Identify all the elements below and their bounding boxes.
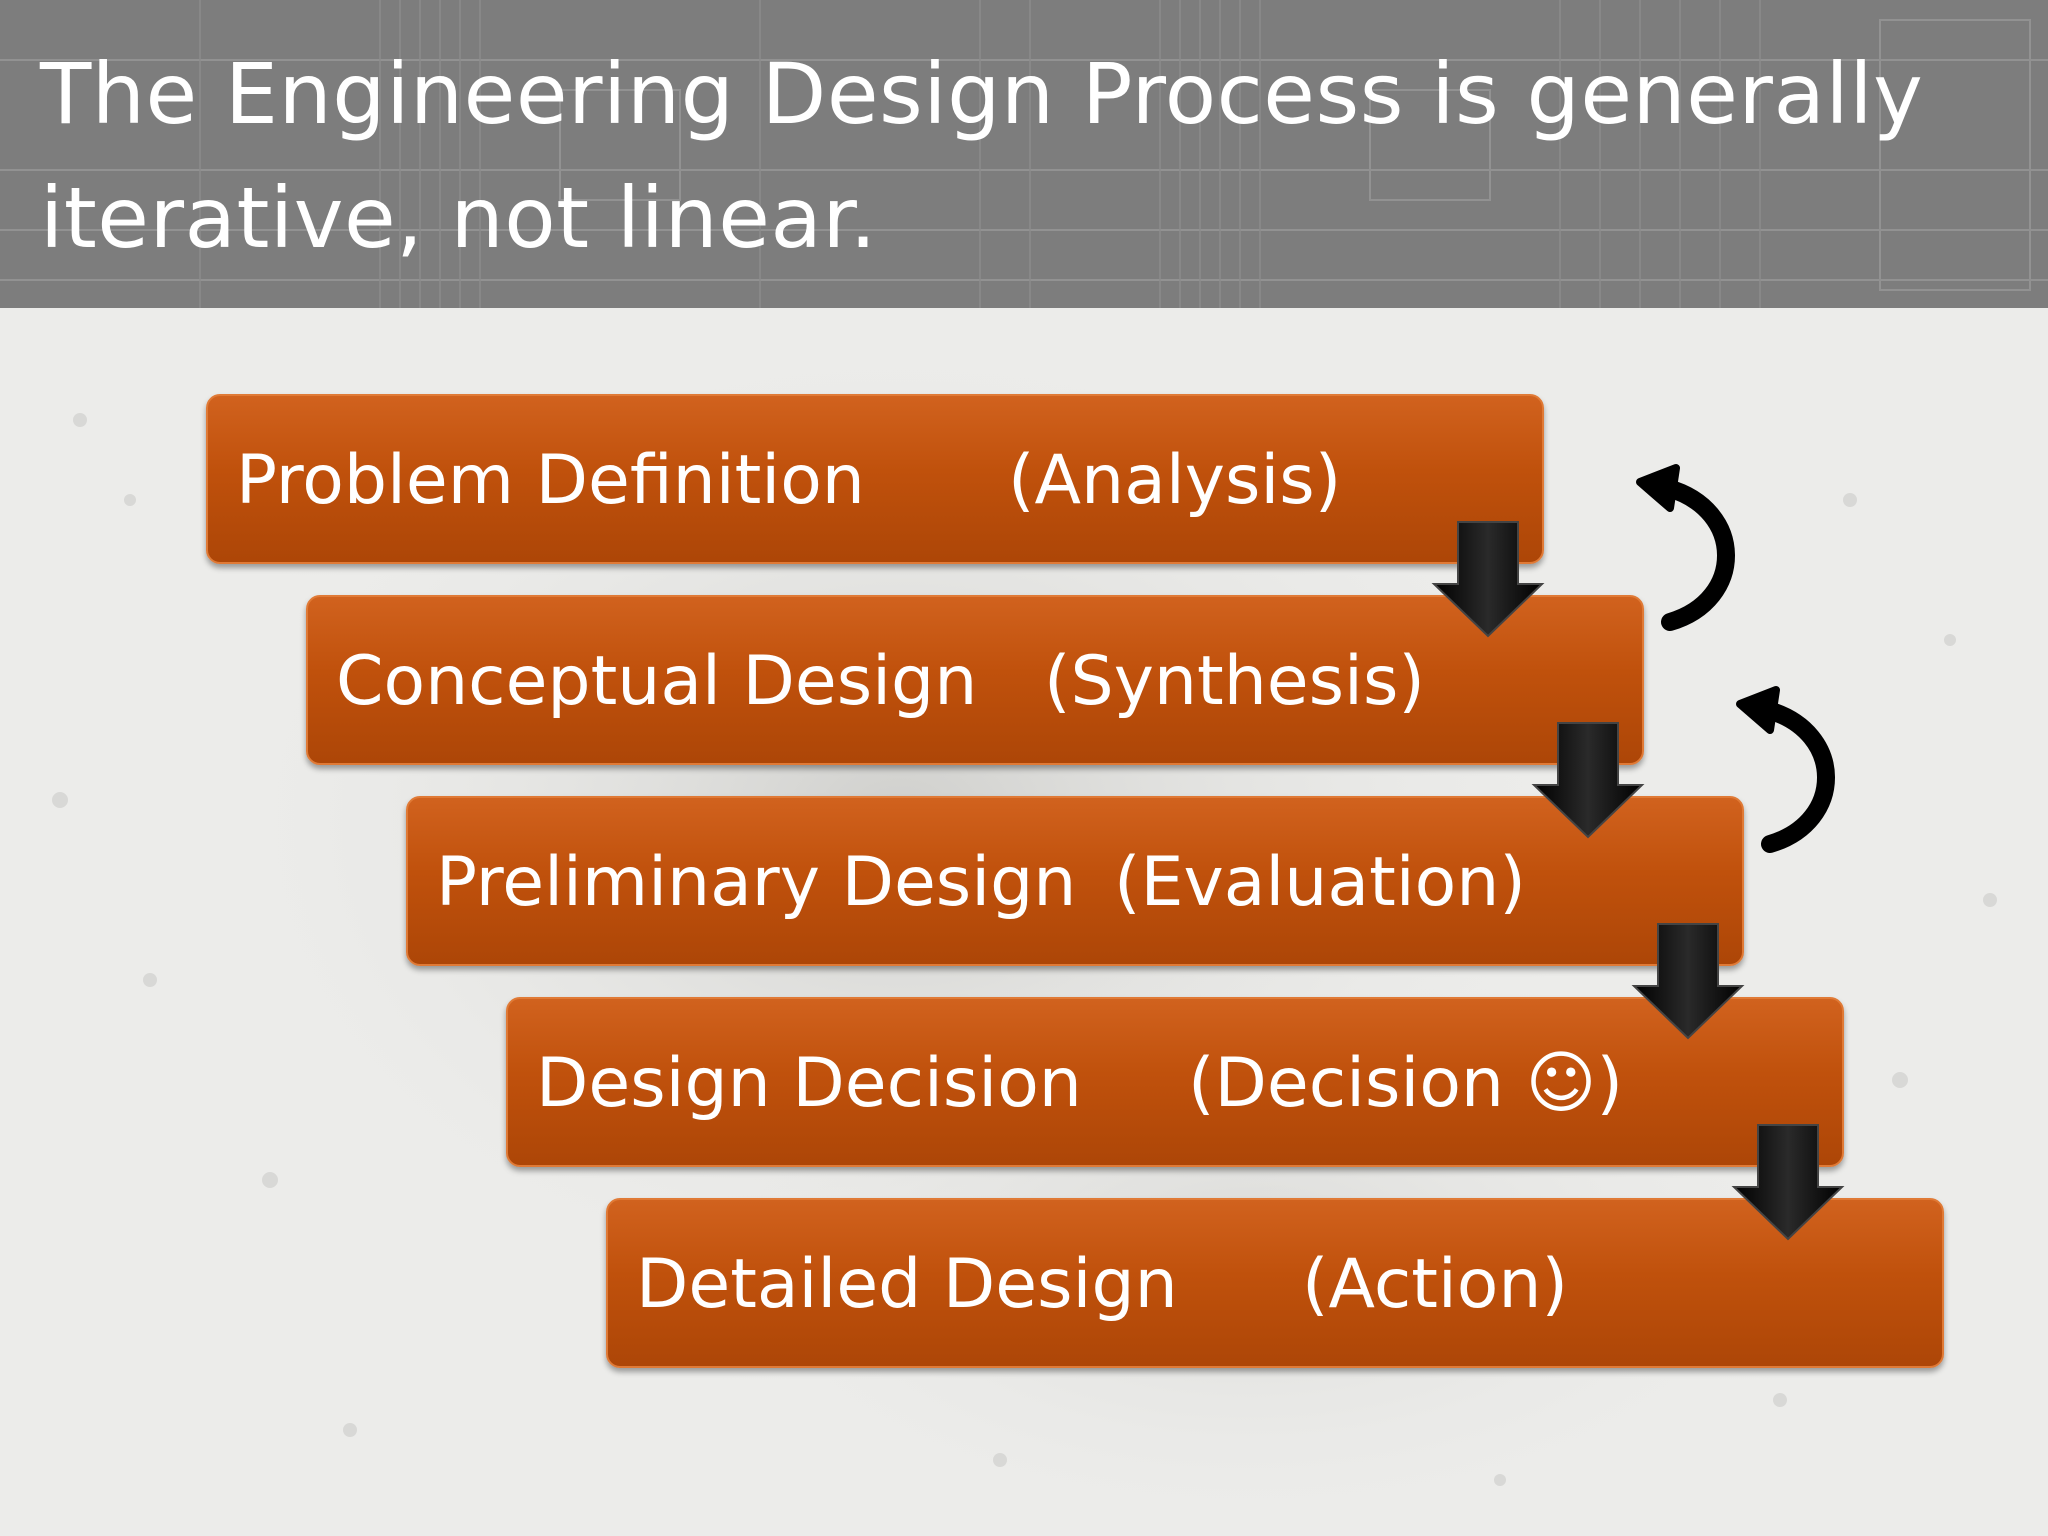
down-arrow-icon (1631, 923, 1745, 1040)
stage-conceptual-design: Conceptual Design (Synthesis) (306, 595, 1644, 765)
stage-detailed-design: Detailed Design (Action) (606, 1198, 1944, 1368)
circuit-pattern (0, 0, 2048, 308)
stage-name: Detailed Design (636, 1245, 1178, 1324)
stage-name: Preliminary Design (436, 843, 1077, 922)
stage-problem-definition: Problem Definition (Analysis) (206, 394, 1544, 564)
stage-design-decision: Design Decision (Decision ☺) (506, 997, 1844, 1167)
down-arrow-icon (1531, 722, 1645, 839)
stage-role: (Decision ☺) (1188, 1044, 1624, 1123)
slide-title: The Engineering Design Process is genera… (40, 45, 1924, 267)
stage-name: Problem Definition (236, 441, 865, 520)
down-arrow-icon (1731, 1124, 1845, 1241)
stage-role: (Synthesis) (1044, 642, 1425, 721)
stage-role: (Action) (1302, 1245, 1569, 1324)
stage-preliminary-design: Preliminary Design (Evaluation) (406, 796, 1744, 966)
down-arrow-icon (1431, 521, 1545, 638)
stage-role: (Analysis) (1008, 441, 1342, 520)
stage-role: (Evaluation) (1114, 843, 1526, 922)
curved-return-arrow-icon (1736, 686, 1835, 853)
stage-name: Design Decision (536, 1044, 1082, 1123)
stage-name: Conceptual Design (336, 642, 978, 721)
curved-return-arrow-icon (1636, 464, 1735, 631)
title-band: The Engineering Design Process is genera… (0, 0, 2048, 308)
